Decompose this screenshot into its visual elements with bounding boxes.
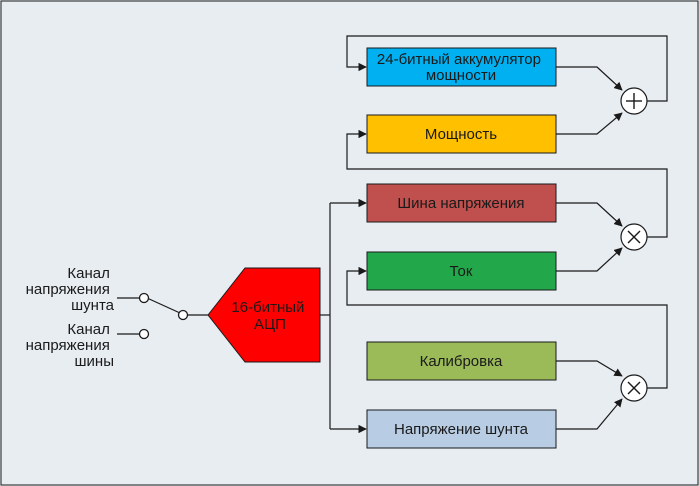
bus-voltage-block [366, 183, 557, 223]
shunt-voltage-label: Напряжение шунта [394, 421, 529, 438]
accumulator-to-adder-wire [556, 66, 623, 91]
shunt-voltage-block [366, 409, 557, 449]
power-block [366, 114, 557, 154]
current-to-multiplier-wire [556, 247, 623, 272]
power-to-adder-wire [556, 112, 623, 135]
shunt-channel-label: Канал напряжения шунта [26, 265, 115, 314]
adc-label: 16-битный АЦП [231, 299, 308, 333]
bus-switch-contact[interactable] [138, 328, 150, 340]
calibration-block [366, 341, 557, 381]
current-block [366, 251, 557, 291]
adder-feedback-wire [346, 35, 668, 102]
current-label: Ток [450, 263, 473, 280]
shunt-switch-contact[interactable] [138, 292, 150, 304]
bus-channel-label: Канал напряжения шины [26, 321, 114, 370]
current-multiplier-output-wire [346, 266, 668, 389]
bus-voltage-label: Шина напряжения [397, 195, 524, 212]
accumulator-label: 24-битный аккумулятор мощности [377, 51, 545, 84]
switch-lever [146, 297, 181, 314]
accumulator-block [366, 47, 557, 87]
calibration-label: Калибровка [420, 353, 503, 370]
power-multiplier-output-wire [346, 129, 668, 238]
power-label: Мощность [425, 126, 497, 143]
multiply-icon-d [627, 381, 641, 395]
shunt-voltage-to-multiplier-wire [556, 398, 623, 430]
bus-voltage-to-multiplier-wire [556, 202, 623, 227]
calibration-to-multiplier-wire [556, 360, 623, 377]
multiply-icon-b [627, 230, 641, 244]
switch-pivot[interactable] [177, 309, 189, 321]
